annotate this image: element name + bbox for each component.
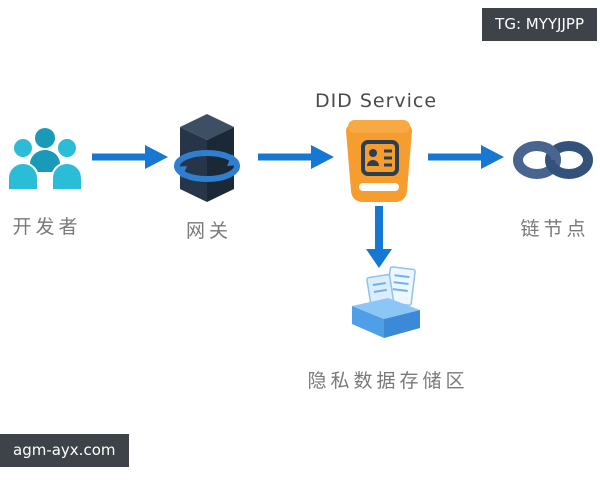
arrow-developers-to-gateway xyxy=(92,143,168,171)
node-developers: 开发者 xyxy=(5,126,85,239)
did-service-container-icon xyxy=(336,120,422,206)
arrow-service-to-chain xyxy=(428,143,504,171)
gateway-server-icon xyxy=(174,114,240,204)
node-private-storage: 隐私数据存储区 xyxy=(300,266,472,393)
tg-badge: TG: MYYJJPP xyxy=(482,8,597,41)
arrow-service-to-storage xyxy=(366,206,392,268)
node-label: 链节点 xyxy=(520,218,590,240)
watermark-badge: agm-ayx.com xyxy=(0,434,129,467)
node-label: 开发者 xyxy=(12,216,82,238)
node-label: 隐私数据存储区 xyxy=(307,370,469,392)
node-label: 网关 xyxy=(185,220,232,242)
node-gateway: 网关 xyxy=(172,114,242,243)
people-group-icon xyxy=(7,126,83,196)
node-did-service xyxy=(336,120,422,206)
arrow-gateway-to-service xyxy=(258,143,334,171)
did-service-title: DID Service xyxy=(314,90,438,112)
storage-folder-icon xyxy=(348,266,424,340)
chain-link-icon xyxy=(511,132,595,188)
node-chain: 链节点 xyxy=(510,132,596,241)
